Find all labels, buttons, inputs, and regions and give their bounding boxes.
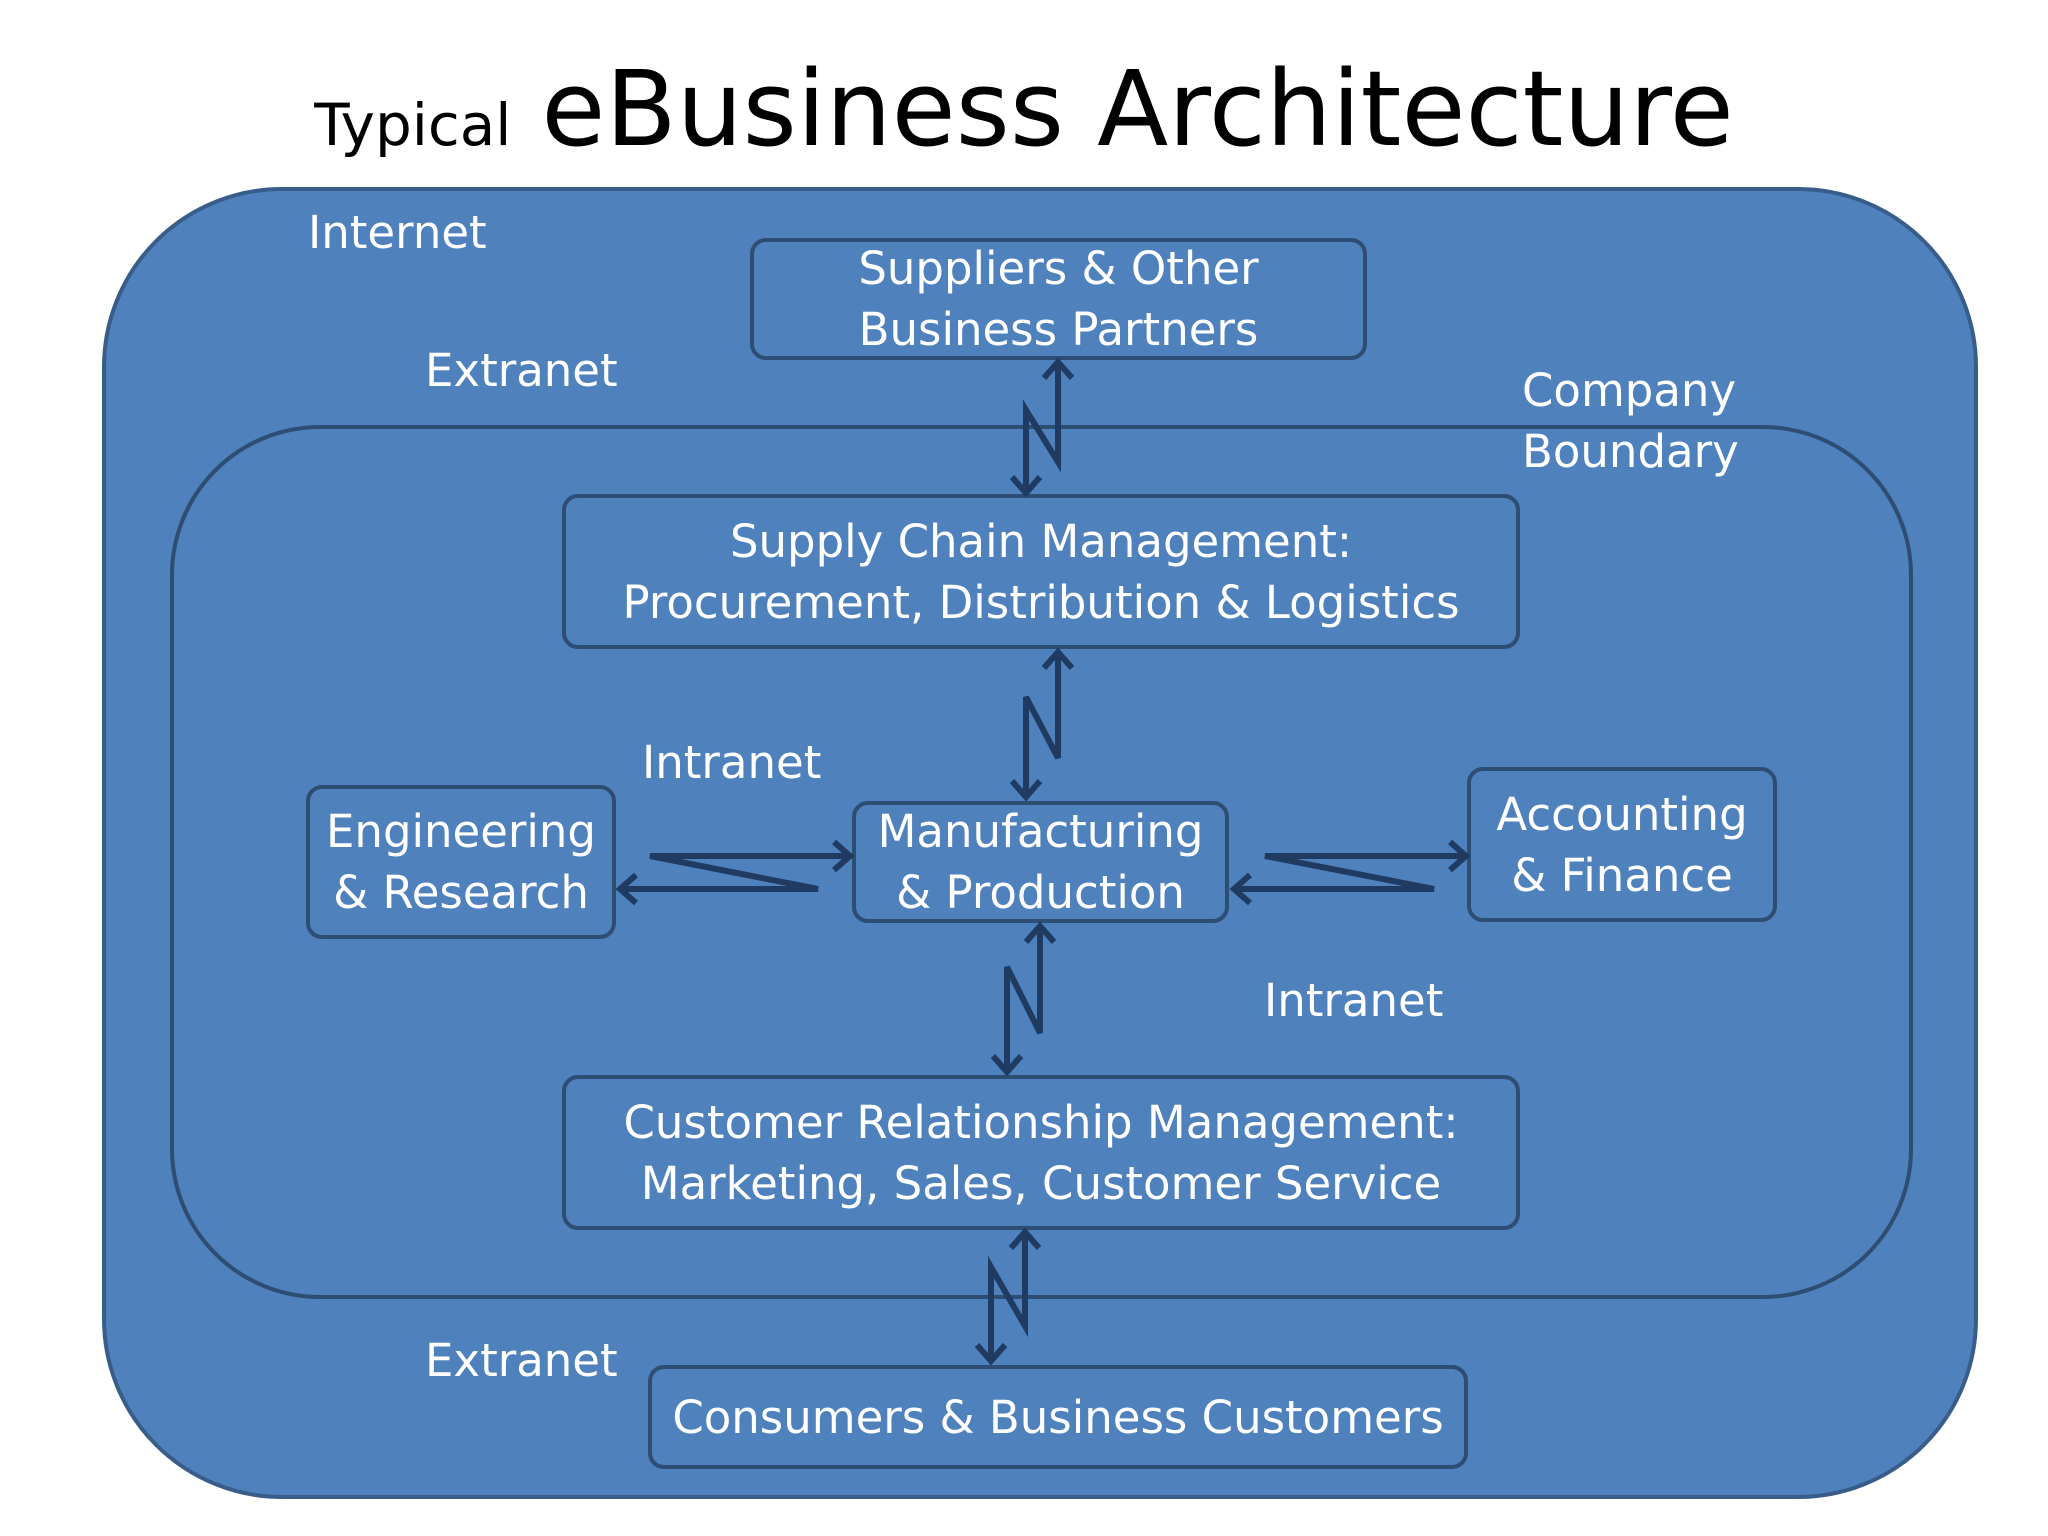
intranet-lower-label: Intranet <box>1264 974 1444 1027</box>
accounting-finance-box: Accounting & Finance <box>1467 767 1777 922</box>
company-boundary-label-line1: Company <box>1522 364 1737 417</box>
title-prefix: Typical <box>314 91 512 159</box>
crm-line2: Marketing, Sales, Customer Service <box>640 1156 1442 1210</box>
supply-chain-management-box: Supply Chain Management: Procurement, Di… <box>562 494 1520 649</box>
intranet-upper-label: Intranet <box>642 736 822 789</box>
title-main: eBusiness Architecture <box>541 48 1734 170</box>
crm-line1: Customer Relationship Management: <box>623 1095 1459 1149</box>
company-boundary-label-line2: Boundary <box>1522 425 1739 478</box>
manufacturing-line2: & Production <box>896 866 1185 919</box>
engineering-line1: Engineering <box>326 805 596 858</box>
accounting-line1: Accounting <box>1496 787 1748 841</box>
suppliers-box: Suppliers & Other Business Partners <box>750 238 1367 360</box>
slide-title: Typical eBusiness Architecture <box>0 48 2048 170</box>
extranet-top-label: Extranet <box>425 344 618 397</box>
internet-label: Internet <box>308 206 487 259</box>
manufacturing-production-box: Manufacturing & Production <box>852 801 1229 923</box>
scm-line2: Procurement, Distribution & Logistics <box>622 575 1460 629</box>
suppliers-line1: Suppliers & Other <box>858 242 1259 295</box>
accounting-line2: & Finance <box>1511 848 1733 902</box>
engineering-line2: & Research <box>333 866 589 919</box>
suppliers-line2: Business Partners <box>858 303 1259 356</box>
manufacturing-line1: Manufacturing <box>877 805 1204 858</box>
scm-line1: Supply Chain Management: <box>729 514 1353 568</box>
extranet-bottom-label: Extranet <box>425 1334 618 1387</box>
customer-relationship-management-box: Customer Relationship Management: Market… <box>562 1075 1520 1230</box>
consumers-box: Consumers & Business Customers <box>648 1365 1468 1469</box>
engineering-research-box: Engineering & Research <box>306 785 616 939</box>
consumers-line1: Consumers & Business Customers <box>672 1390 1444 1444</box>
